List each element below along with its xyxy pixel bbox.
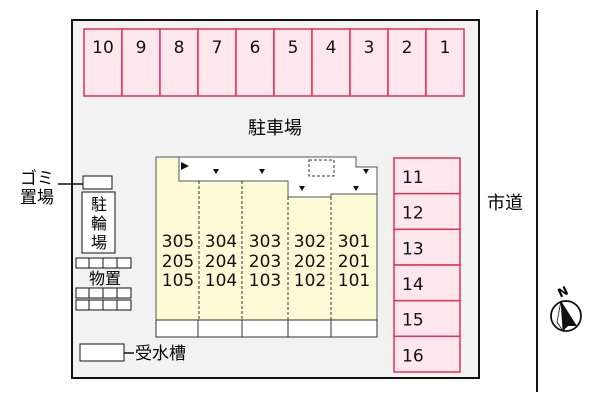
parking-space-number: 6 — [250, 38, 261, 58]
parking-space — [387, 28, 427, 97]
parking-space-number: 8 — [174, 38, 185, 58]
parking-lot-label: 駐車場 — [248, 118, 302, 139]
parking-space-number: 1 — [440, 38, 451, 58]
parking-space-number: 13 — [402, 239, 424, 259]
garbage-box — [82, 175, 113, 190]
storage-units — [75, 257, 132, 311]
parking-space — [83, 28, 123, 97]
entrance-arrows — [181, 162, 369, 191]
storage-label: 物置 — [89, 269, 121, 288]
parking-space — [425, 28, 465, 97]
compass-north-label: N — [555, 284, 570, 301]
parking-space — [393, 157, 461, 195]
balcony-row — [155, 319, 378, 338]
bicycle-label-1: 駐 — [91, 195, 107, 214]
parking-space-number: 16 — [402, 346, 424, 366]
room-number: 205 — [162, 252, 194, 272]
room-number: 104 — [205, 271, 237, 291]
parking-space-number: 10 — [92, 38, 114, 58]
building-corridor — [178, 156, 378, 198]
room-number: 103 — [249, 271, 281, 291]
room-number: 304 — [205, 232, 237, 252]
parking-space — [393, 228, 461, 266]
room-numbers: 305 304 303 302 301 205 204 203 202 201 105 104 103 1… — [162, 232, 370, 291]
parking-space-number: 4 — [326, 38, 337, 58]
parking-space-number: 12 — [402, 204, 424, 224]
room-number: 301 — [338, 232, 370, 252]
garbage-label-line2: 置場 — [20, 188, 54, 208]
room-number: 202 — [294, 252, 326, 272]
parking-space-number: 3 — [364, 38, 375, 58]
room-number: 303 — [249, 232, 281, 252]
room-number: 204 — [205, 252, 237, 272]
corridor-dashed-box — [308, 159, 335, 177]
compass-arrow-light — [556, 300, 564, 333]
parking-space — [393, 335, 461, 373]
room-number: 203 — [249, 252, 281, 272]
room-number: 305 — [162, 232, 194, 252]
bicycle-parking-box — [81, 191, 116, 254]
room-number: 302 — [294, 232, 326, 252]
parking-space-number: 7 — [212, 38, 223, 58]
compass-arrow-icon — [561, 301, 577, 331]
bicycle-label-2: 輪 — [91, 214, 107, 233]
parking-space-number: 9 — [136, 38, 147, 58]
parking-top-row: 10 9 8 7 6 5 4 3 2 1 — [83, 28, 465, 97]
room-number: 102 — [294, 271, 326, 291]
road-label: 市道 — [487, 193, 523, 214]
compass: N — [550, 284, 582, 333]
room-number: 105 — [162, 271, 194, 291]
parking-space — [121, 28, 161, 97]
bicycle-label-3: 場 — [91, 233, 107, 252]
parking-space-number: 5 — [288, 38, 299, 58]
room-number: 101 — [338, 271, 370, 291]
room-number: 201 — [338, 252, 370, 272]
parking-space — [393, 192, 461, 231]
garbage-label-line1: ゴミ — [20, 168, 54, 189]
parking-space-number: 15 — [402, 311, 424, 331]
parking-right-column: 11 12 13 14 15 16 — [393, 157, 461, 373]
parking-space — [393, 264, 461, 302]
parking-space — [349, 28, 389, 97]
water-tank-label: 受水槽 — [135, 344, 186, 364]
building: 305 304 303 302 301 205 204 203 202 201 105 104 103 1… — [155, 156, 378, 338]
parking-space-number: 14 — [402, 275, 424, 295]
water-tank-box — [79, 343, 125, 362]
parking-space-number: 11 — [402, 168, 424, 188]
parking-space-number: 2 — [402, 38, 413, 58]
